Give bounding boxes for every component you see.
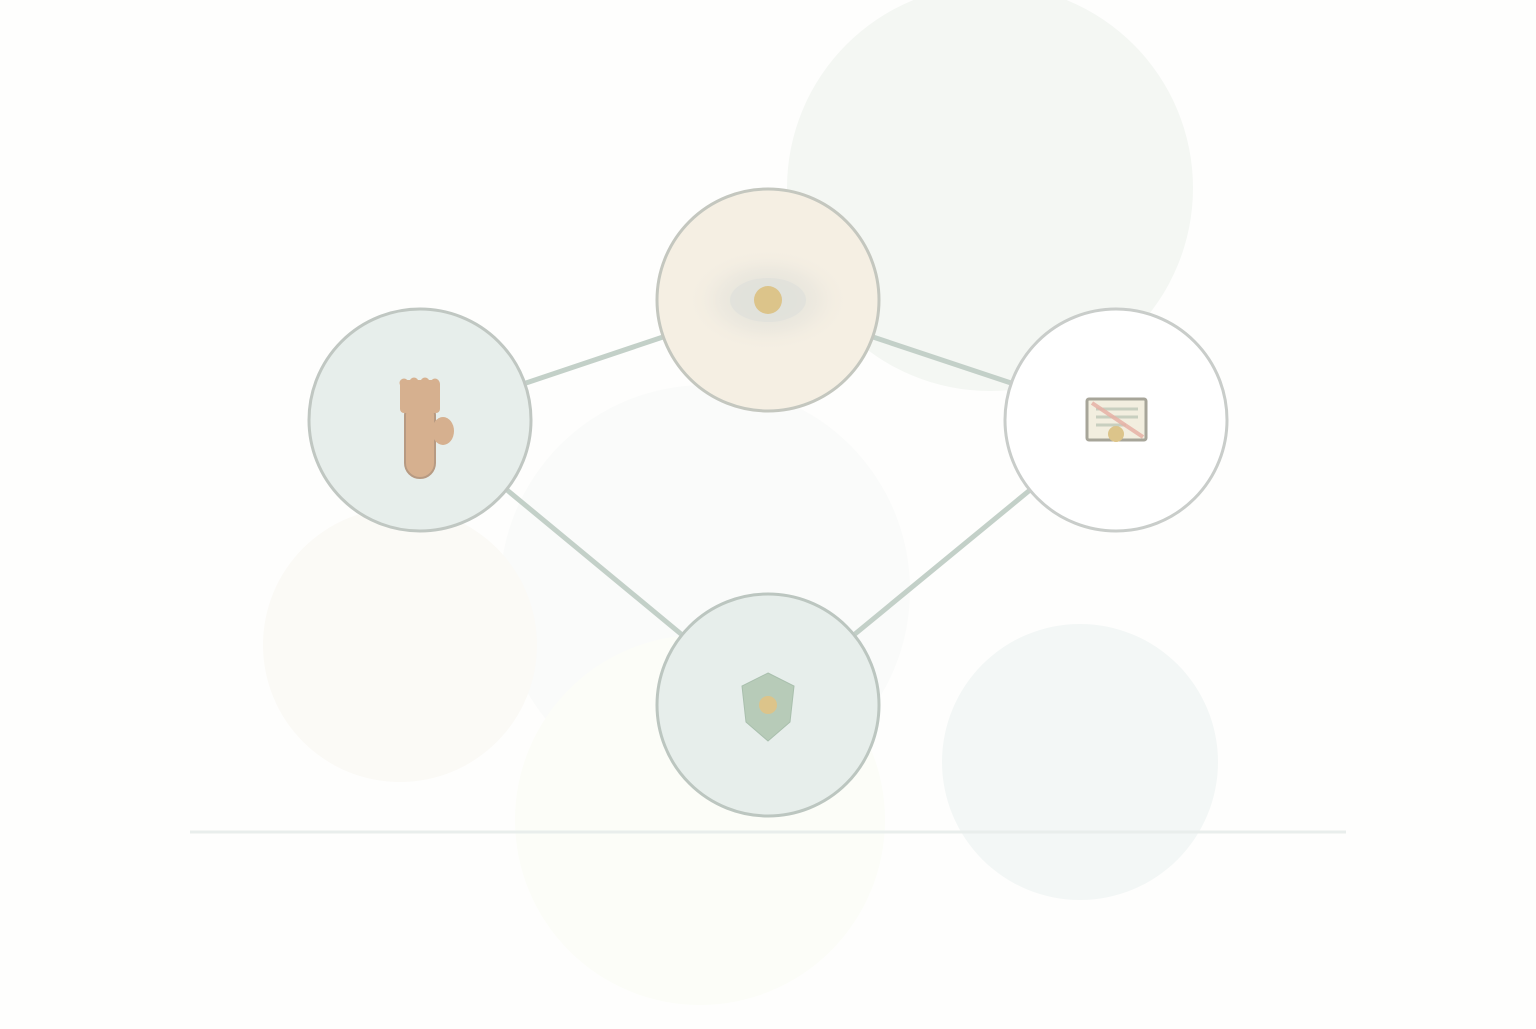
node-hand[interactable]	[307, 307, 533, 533]
shield-icon	[741, 672, 795, 742]
background-blob	[942, 624, 1218, 900]
edge-shield-hand	[505, 488, 683, 636]
background-blob	[787, 0, 1193, 391]
edges	[505, 334, 1032, 636]
background-blob	[263, 508, 537, 782]
certificate-icon	[1085, 397, 1148, 442]
edge-hand-eye	[525, 334, 664, 386]
node-eye[interactable]	[655, 187, 881, 413]
eye-icon	[686, 248, 850, 352]
node-certificate[interactable]	[1003, 307, 1229, 533]
edge-certificate-shield	[853, 488, 1032, 636]
node-shield[interactable]	[655, 592, 881, 818]
edge-eye-certificate	[872, 334, 1012, 386]
hand-icon	[399, 377, 454, 479]
